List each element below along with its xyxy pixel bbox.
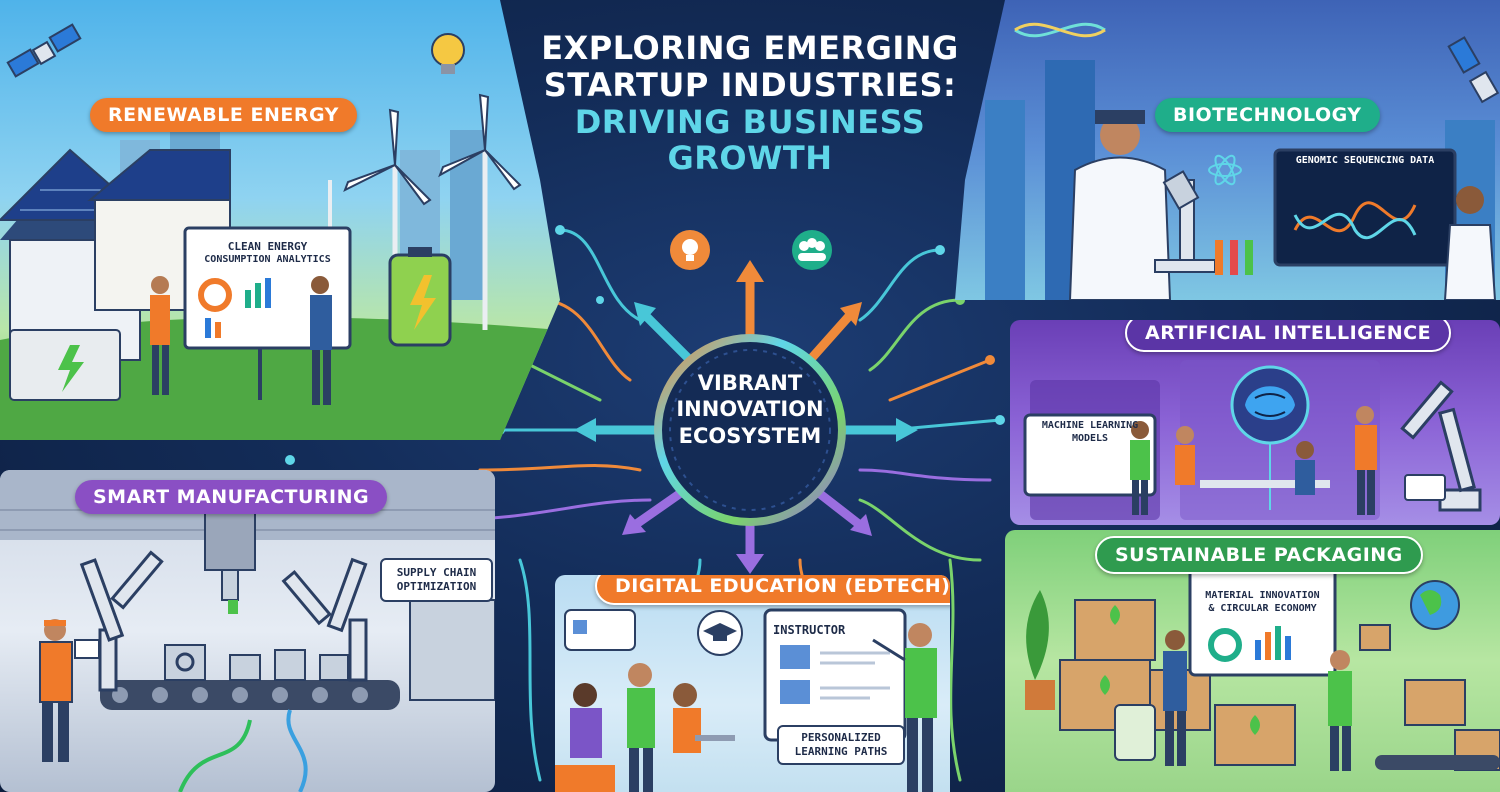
renewable-energy-label: RENEWABLE ENERGY <box>90 98 357 132</box>
learning-paths-card: PERSONALIZED LEARNING PATHS <box>777 725 905 765</box>
renewable-scene <box>0 23 560 440</box>
title-line-2: STARTUP INDUSTRIES: <box>543 65 957 104</box>
gear-icon <box>175 652 195 672</box>
instructor-card: INSTRUCTOR <box>773 623 846 637</box>
smart-manufacturing-label: SMART MANUFACTURING <box>75 480 388 514</box>
material-innovation-card: MATERIAL INNOVATION & CIRCULAR ECONOMY <box>1195 590 1330 615</box>
biotechnology-label: BIOTECHNOLOGY <box>1155 98 1380 132</box>
title-line-4: GROWTH <box>667 139 833 178</box>
title-line-3: DRIVING BUSINESS <box>574 102 926 141</box>
hub-ring <box>654 334 846 526</box>
card-line: CONSUMPTION ANALYTICS <box>204 253 331 265</box>
panel-digital-education: DIGITAL EDUCATION (EDTECH) INSTRUCTOR PE… <box>555 575 950 792</box>
atom-icon <box>1208 154 1242 186</box>
card-line: MATERIAL INNOVATION <box>1205 590 1320 601</box>
ai-scene <box>1023 360 1482 520</box>
title-line-1: EXPLORING EMERGING <box>541 29 959 67</box>
digital-education-label: DIGITAL EDUCATION (EDTECH) <box>595 575 950 605</box>
microscope-icon <box>1154 170 1216 273</box>
panel-artificial-intelligence: ARTIFICIAL INTELLIGENCE MACHINE LEARNING… <box>1010 320 1500 525</box>
people-icon <box>792 230 832 270</box>
arrow-up-left <box>640 310 695 365</box>
panel-smart-manufacturing: SMART MANUFACTURING SUPPLY CHAIN OPTIMIZ… <box>0 470 495 792</box>
panel-renewable-energy: RENEWABLE ENERGY CLEAN ENERGY CONSUMPTIO… <box>0 0 560 440</box>
hub-line-2: INNOVATION <box>676 397 824 422</box>
arrow-up-right <box>805 310 855 365</box>
card-line: SUPPLY CHAIN <box>396 566 477 579</box>
card-line: MODELS <box>1071 432 1109 444</box>
artificial-intelligence-label: ARTIFICIAL INTELLIGENCE <box>1125 320 1452 352</box>
satellite-icon <box>6 23 82 78</box>
edtech-scene <box>555 608 937 792</box>
graduation-cap-icon <box>697 610 743 656</box>
lightbulb-icon <box>431 33 465 74</box>
genomic-card: GENOMIC SEQUENCING DATA <box>1295 155 1435 166</box>
card-line: LEARNING PATHS <box>794 744 888 758</box>
arrow-down-left <box>630 485 690 530</box>
hub-line-3: ECOSYSTEM <box>678 423 822 448</box>
card-line: OPTIMIZATION <box>396 579 477 593</box>
card-line: PERSONALIZED <box>801 731 881 744</box>
battery-icon <box>388 247 452 347</box>
arrow-down-right <box>810 485 865 530</box>
panel-biotechnology: BIOTECHNOLOGY GENOMIC SEQUENCING DATA <box>955 0 1500 300</box>
supply-chain-card: SUPPLY CHAIN OPTIMIZATION <box>380 558 493 602</box>
panel-sustainable-packaging: SUSTAINABLE PACKAGING MATERIAL INNOVATIO… <box>1005 530 1500 792</box>
robot-arm-icon <box>1400 380 1482 512</box>
brain-icon <box>1230 365 1310 445</box>
biotech-scene <box>985 22 1500 300</box>
globe-icon <box>1410 580 1460 630</box>
card-line: CLEAN ENERGY <box>227 240 308 253</box>
packaging-scene <box>1025 558 1500 771</box>
ml-models-card: MACHINE LEARNING MODELS <box>1030 420 1150 445</box>
lightbulb-icon <box>670 230 710 270</box>
hub-line-1: VIBRANT <box>697 371 803 395</box>
manufacturing-scene <box>0 470 495 792</box>
clean-energy-card: CLEAN ENERGY CONSUMPTION ANALYTICS <box>190 240 345 266</box>
card-line: MACHINE LEARNING <box>1041 420 1139 431</box>
hub-label: VIBRANT INNOVATION ECOSYSTEM <box>620 370 880 449</box>
card-line: & CIRCULAR ECONOMY <box>1208 602 1317 614</box>
innovation-hub <box>574 230 918 574</box>
sustainable-packaging-label: SUSTAINABLE PACKAGING <box>1095 536 1423 574</box>
page-title: EXPLORING EMERGING STARTUP INDUSTRIES: D… <box>520 30 980 177</box>
